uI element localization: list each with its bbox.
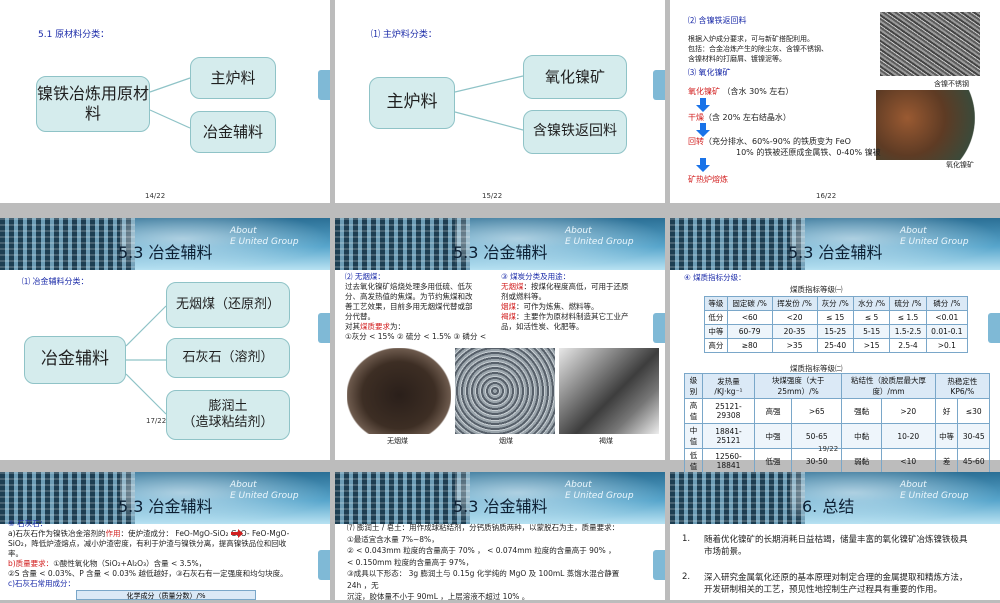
page-number: 15/22	[482, 192, 503, 200]
connector-lines	[454, 75, 524, 131]
table-caption: 煤质指标等级㈡	[790, 364, 843, 373]
nickel-oxide-ore-photo	[876, 90, 980, 160]
photo-caption: 烟煤	[499, 437, 513, 445]
root-node: 主炉料	[369, 77, 455, 129]
coal-grade-table-1: 等级固定碳 /%挥发份 /%灰分 /%水分 /%硫分 /%磷分 /% 低分<60…	[704, 296, 969, 353]
child-node-limestone: 石灰石（溶剂）	[166, 338, 290, 378]
page-number: 16/22	[816, 192, 837, 200]
flow-step-3: 回转（充分排水、60%-90% 的铁质变为 FeO	[688, 137, 851, 146]
root-node: 镍铁冶炼用原材料	[36, 76, 150, 132]
slide-thumbnail-15[interactable]: ⑴ 主炉料分类： 主炉料 氧化镍矿 含镍铁返回料 15/22	[335, 0, 665, 203]
photo-caption: 氧化镍矿	[946, 161, 974, 169]
table-row: 低分<60<20≤ 15≤ 5≤ 1.5<0.01	[704, 310, 969, 325]
side-tab	[318, 313, 330, 343]
subheading: ⑶ 氧化镍矿	[688, 68, 731, 77]
child-node-nickel-ore: 氧化镍矿	[523, 55, 627, 99]
coal-classification-text: ③ 煤炭分类及用途： 无烟煤：按煤化程度高低，可用于还原 剂或燃料等。 烟煤：可…	[501, 272, 629, 331]
side-tab	[318, 70, 330, 100]
slide-title: 5.3 冶金辅料	[118, 243, 213, 262]
connector-lines	[149, 77, 191, 129]
down-arrow-icon	[696, 158, 710, 172]
body-text: 根据入炉成分要求，可与新矿搭配利用。包括：合金冶炼产生的除尘灰、含镍不锈钢、含镍…	[688, 35, 828, 63]
table-caption: 煤质指标等级㈠	[790, 285, 843, 294]
child-node-return-material: 含镍铁返回料	[523, 110, 627, 154]
side-tab	[653, 313, 665, 343]
right-arrow-icon	[231, 529, 243, 538]
lignite-photo	[559, 348, 659, 434]
down-arrow-icon	[696, 123, 710, 137]
slide-title: 6. 总结	[802, 497, 855, 516]
section-heading: ⑴ 主炉料分类：	[371, 30, 437, 40]
slide-title: 5.3 冶金辅料	[453, 243, 548, 262]
bituminous-coal-photo	[455, 348, 555, 434]
connector-lines	[125, 305, 167, 415]
list-item: 随着优化镍矿的长期消耗日益枯竭，储量丰富的氧化镍矿冶炼镍铁极具市场前景。	[704, 535, 968, 557]
section-heading: 5.1 原材料分类：	[38, 30, 110, 40]
side-tab	[988, 313, 1000, 343]
flow-step-1: 氧化镍矿 （含水 30% 左右）	[688, 87, 794, 96]
slide-title: 5.3 冶金辅料	[453, 497, 548, 516]
section-heading: ④ 煤质指标分级：	[684, 273, 746, 282]
child-node-anthracite: 无烟煤（还原剂）	[166, 282, 290, 328]
root-node: 冶金辅料	[24, 336, 126, 384]
side-tab	[653, 70, 665, 100]
side-tab	[318, 550, 330, 580]
list-item: 深入研究金属氧化还原的基本原理对制定合理的金属提取和精炼方法，开发研制相关的工艺…	[704, 573, 968, 595]
list-number: 1.	[682, 534, 691, 544]
composition-table-header: 化学成分（质量分数）/%	[76, 590, 256, 600]
page-number: 19/22	[818, 445, 839, 453]
down-arrow-icon	[696, 98, 710, 112]
slide-thumbnail-16[interactable]: ⑵ 含镍铁返回料 根据入炉成分要求，可与新矿搭配利用。包括：合金冶炼产生的除尘灰…	[670, 0, 1000, 203]
photo-caption: 无烟煤	[387, 437, 408, 445]
limestone-text: ⑤ 石灰石： a)石灰石作为镍铁冶金溶剂的作用：使炉渣成分： FeO-MgO-S…	[8, 519, 290, 588]
side-tab	[653, 550, 665, 580]
page-number: 17/22	[146, 417, 167, 425]
child-node-main-charge: 主炉料	[190, 57, 276, 99]
stainless-scrap-photo	[880, 12, 980, 76]
flow-step-4: 矿热炉熔炼	[688, 175, 728, 184]
anthracite-photo	[347, 348, 451, 434]
photo-caption: 褐煤	[599, 437, 613, 445]
section-heading: ⑴ 冶金辅料分类：	[22, 277, 89, 286]
flow-step-3-continued: 10% 的铁被还原成金属铁、0-40% 镍被	[736, 148, 881, 157]
bentonite-text: ⑺ 膨润土 / 皂土：用作成球粘结剂，分钙质钠质两种，以蒙脱石为主，质量要求： …	[347, 523, 620, 601]
child-node-bentonite: 膨润土 （造球粘结剂）	[166, 390, 290, 440]
slide-title: 5.3 冶金辅料	[118, 497, 213, 516]
slide-title: 5.3 冶金辅料	[788, 243, 883, 262]
child-node-auxiliary: 冶金辅料	[190, 111, 276, 153]
anthracite-text: ⑵ 无烟煤： 过去氧化镍矿焙烧处理多用低硫、低灰分、高发热值的焦煤。为节约焦煤和…	[345, 272, 487, 341]
page-number: 14/22	[145, 192, 166, 200]
slide-thumbnail-14[interactable]: 5.1 原材料分类： 镍铁冶炼用原材料 主炉料 冶金辅料 14/22	[0, 0, 330, 203]
photo-caption: 含镍不锈钢	[934, 80, 969, 88]
flow-step-2: 干燥（含 20% 左右结晶水）	[688, 113, 791, 122]
list-number: 2.	[682, 572, 691, 582]
subheading: ⑵ 含镍铁返回料	[688, 16, 747, 25]
